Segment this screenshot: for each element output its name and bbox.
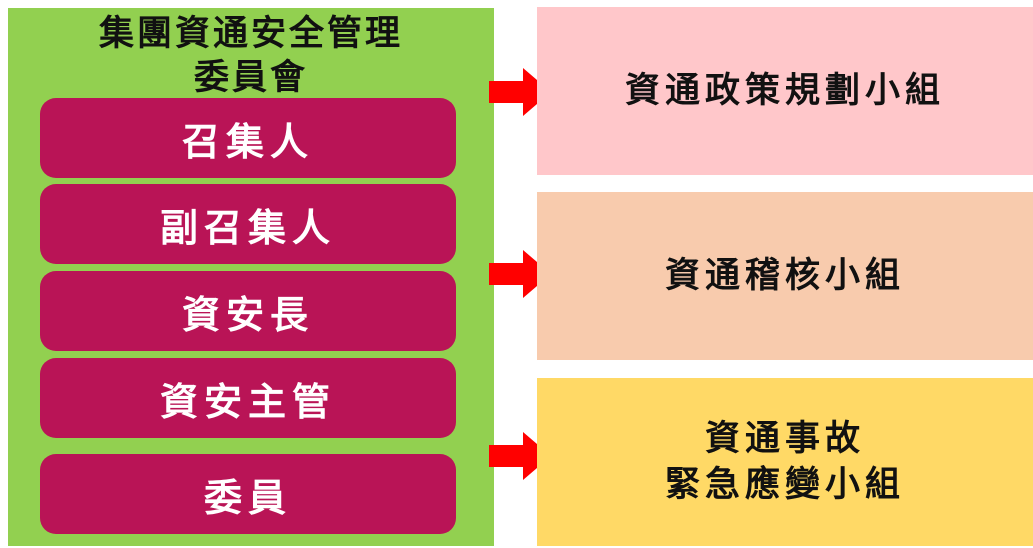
committee-title: 集團資通安全管理 委員會: [8, 12, 494, 100]
member-security-manager: 資安主管: [40, 358, 456, 438]
arrow-right-icon: [489, 250, 551, 298]
group-label-line-2: 緊急應變小組: [664, 465, 905, 505]
member-convener: 召集人: [40, 98, 456, 178]
group-label-line-1: 資通稽核小組: [664, 256, 905, 296]
group-label-line-1: 資通事故: [704, 419, 865, 459]
member-ciso: 資安長: [40, 271, 456, 351]
group-policy-planning: 資通政策規劃小組: [537, 7, 1033, 175]
group-audit: 資通稽核小組: [537, 192, 1033, 360]
member-committee-member: 委員: [40, 454, 456, 534]
arrow-right-icon: [489, 432, 551, 480]
committee-panel: 集團資通安全管理 委員會 召集人 副召集人 資安長 資安主管 委員: [8, 8, 494, 546]
group-label-line-1: 資通政策規劃小組: [624, 71, 945, 111]
member-deputy-convener: 副召集人: [40, 184, 456, 264]
arrow-right-icon: [489, 68, 551, 116]
committee-title-line-1: 集團資通安全管理: [98, 14, 403, 54]
group-incident-response: 資通事故 緊急應變小組: [537, 378, 1033, 546]
committee-title-line-2: 委員會: [193, 58, 308, 98]
